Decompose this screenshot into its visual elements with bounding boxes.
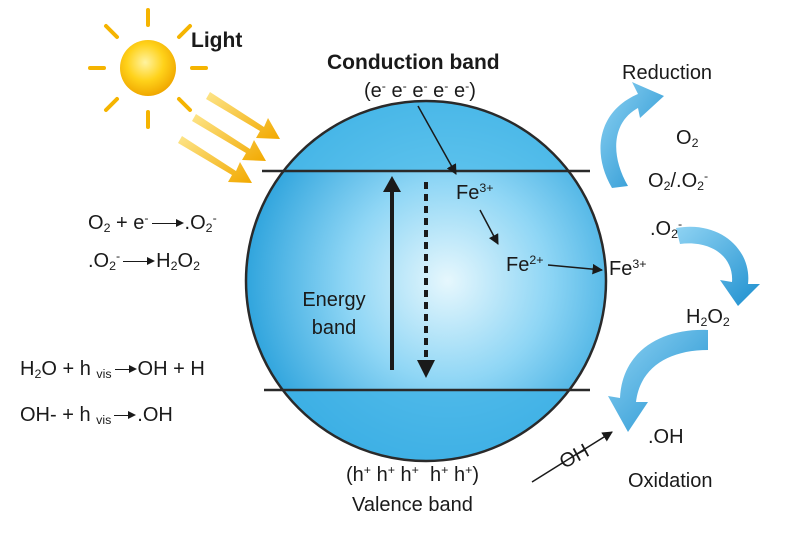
hydroxyl-radical-label: .OH (648, 426, 684, 448)
energy-band-label: Energy band (302, 289, 366, 339)
reaction-hydroxide-oxidation: OH- + h vis.OH (20, 404, 173, 428)
pointer-lines (417, 105, 613, 483)
light-rays-icon (178, 92, 280, 183)
superoxide-to-peroxide-arrow (676, 226, 760, 306)
reduction-label: Reduction (622, 62, 713, 84)
conduction-band-electrons: (e- e- e- e- e-) (364, 79, 476, 102)
light-label: Light (191, 29, 243, 52)
superoxide-label: .O2- (650, 217, 683, 242)
conduction-band-title: Conduction band (327, 51, 500, 74)
reaction-o2-reduction: O2 + e-.O2- (88, 211, 217, 236)
semiconductor-particle (244, 99, 608, 463)
fe3-outer-label: Fe3+ (609, 257, 647, 280)
valence-band-holes: (h+ h+ h+ h+ h+) (346, 463, 480, 486)
oxygen-label: O2 (676, 127, 699, 151)
valence-band-title: Valence band (352, 494, 473, 516)
reaction-superoxide-to-peroxide: .O2-H2O2 (88, 249, 200, 274)
fe2-label: Fe2+ (506, 253, 544, 276)
oxidation-arrow-icon (608, 329, 708, 432)
fe3-inner-label: Fe3+ (456, 181, 494, 204)
energy-gap-arrows (383, 176, 435, 378)
reduction-arrow-icon (600, 82, 664, 188)
hydrogen-peroxide-label: H2O2 (686, 306, 730, 330)
sun-icon (88, 8, 208, 129)
oxygen-superoxide-pair: O2/.O2- (648, 169, 709, 194)
oxidation-label: Oxidation (628, 470, 713, 492)
